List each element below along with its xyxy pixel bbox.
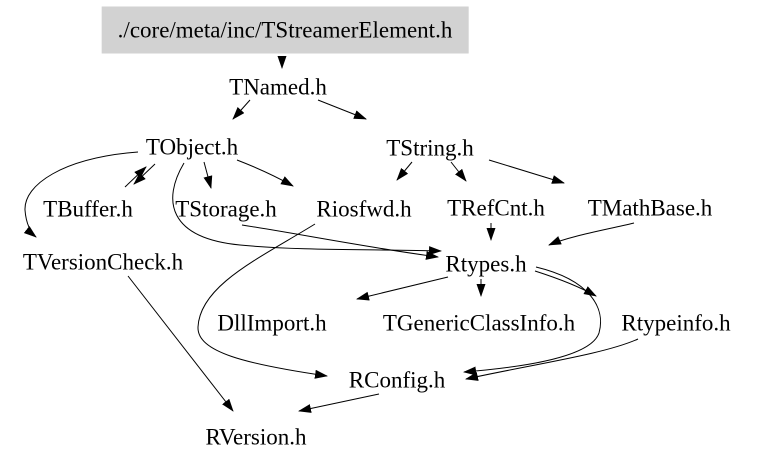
edge-rtypes-rconfig (463, 266, 601, 376)
graph-node-tnamed[interactable]: TNamed.h (229, 74, 327, 100)
edge-tobject-tbuffer (133, 163, 156, 185)
edge-rtypeinfo-rconfig (465, 338, 639, 381)
edge-tversioncheck-rversion (127, 275, 234, 412)
edge-tmathbase-rtypes (548, 222, 635, 246)
edge-tobject-riosfwd (236, 159, 294, 187)
graph-node-rtypeinfo[interactable]: Rtypeinfo.h (621, 310, 731, 336)
edge-tbuffer-tobject (124, 166, 147, 188)
edge-riosfwd-rconfig (197, 223, 328, 379)
edge-tstring-trefcnt (450, 161, 467, 182)
edge-tstring-riosfwd (396, 161, 413, 181)
graph-node-tgenericclassinfo[interactable]: TGenericClassInfo.h (382, 310, 576, 336)
graph-node-rtypes[interactable]: Rtypes.h (445, 251, 527, 277)
graph-node-rversion[interactable]: RVersion.h (205, 424, 307, 450)
graph-node-tversioncheck[interactable]: TVersionCheck.h (22, 249, 184, 275)
edge-rtypes-dllimport (356, 276, 449, 301)
graph-node-dllimport[interactable]: DllImport.h (217, 310, 327, 336)
edge-tobject-tstorage (203, 161, 213, 189)
edge-tobject-tversioncheck (23, 151, 139, 238)
graph-node-tobject[interactable]: TObject.h (145, 134, 239, 160)
graph-node-tbuffer[interactable]: TBuffer.h (43, 196, 133, 222)
graph-node-tstreamerelement: ./core/meta/inc/TStreamerElement.h (101, 6, 469, 54)
edge-tstorage-rtypes (241, 224, 439, 260)
edge-tobject-rtypes (172, 162, 442, 256)
graph-node-rconfig[interactable]: RConfig.h (348, 367, 446, 393)
edge-tnamed-tobject (232, 99, 251, 120)
graph-node-riosfwd[interactable]: Riosfwd.h (316, 196, 412, 222)
graph-node-tstring[interactable]: TString.h (386, 135, 474, 161)
edge-tstring-tmathbase (488, 159, 565, 184)
graph-node-trefcnt[interactable]: TRefCnt.h (447, 195, 545, 221)
edge-tnamed-tstring (317, 99, 367, 120)
edge-rconfig-rversion (298, 393, 380, 413)
graph-node-tstorage[interactable]: TStorage.h (175, 196, 277, 222)
graph-node-tmathbase[interactable]: TMathBase.h (587, 195, 713, 221)
edge-rtypes-rtypeinfo (534, 270, 597, 297)
